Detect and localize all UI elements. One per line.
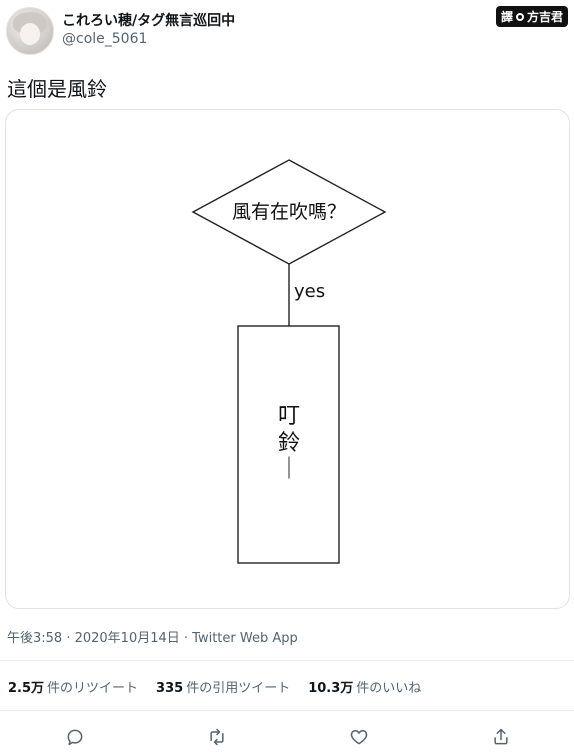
share-button[interactable]	[488, 724, 514, 750]
quote-count-label: 件の引用ツイート	[186, 681, 291, 696]
like-count-label: 件のいいね	[356, 681, 422, 696]
retweet-icon	[210, 728, 224, 746]
avatar-face	[20, 23, 40, 45]
retweet-button[interactable]	[204, 724, 230, 750]
retweet-count-value: 2.5万	[8, 681, 45, 696]
like-count[interactable]: 10.3万件のいいね	[308, 677, 421, 696]
avatar[interactable]	[6, 7, 54, 55]
share-icon	[494, 728, 508, 745]
tweet-text: 這個是風鈴	[7, 77, 107, 101]
box-line-3: ｜	[278, 457, 300, 482]
translator-separator-icon	[515, 12, 524, 21]
tweet-timestamp[interactable]: 午後3:58 · 2020年10月14日 · Twitter Web App	[7, 631, 298, 646]
divider-bottom	[0, 710, 574, 711]
retweet-count-label: 件のリツイート	[47, 681, 139, 696]
user-handle[interactable]: @cole_5061	[62, 31, 148, 47]
tweet-media[interactable]: 風有在吹嗎？ yes 叮 鈴 ｜	[5, 109, 570, 609]
translator-label-left: 譯	[500, 10, 513, 24]
process-box	[237, 325, 340, 564]
quote-count-value: 335	[156, 681, 184, 696]
translator-label-right: 方吉君	[526, 10, 563, 24]
branch-label: yes	[294, 281, 325, 302]
reply-icon	[67, 729, 83, 746]
like-button[interactable]	[346, 724, 372, 750]
action-bar	[0, 724, 574, 750]
translator-watermark: 譯 方吉君	[495, 6, 568, 27]
box-line-1: 叮	[278, 404, 300, 429]
reply-button[interactable]	[62, 724, 88, 750]
flowchart-diagram: 風有在吹嗎？ yes 叮 鈴 ｜	[191, 159, 387, 564]
decision-label: 風有在吹嗎？	[232, 201, 346, 223]
divider-top	[0, 660, 574, 661]
display-name[interactable]: これろい穂/タグ無言巡回中	[62, 13, 236, 29]
retweet-count[interactable]: 2.5万件のリツイート	[8, 677, 138, 696]
box-line-2: 鈴	[278, 431, 300, 456]
like-icon	[350, 730, 368, 745]
like-count-value: 10.3万	[308, 681, 354, 696]
